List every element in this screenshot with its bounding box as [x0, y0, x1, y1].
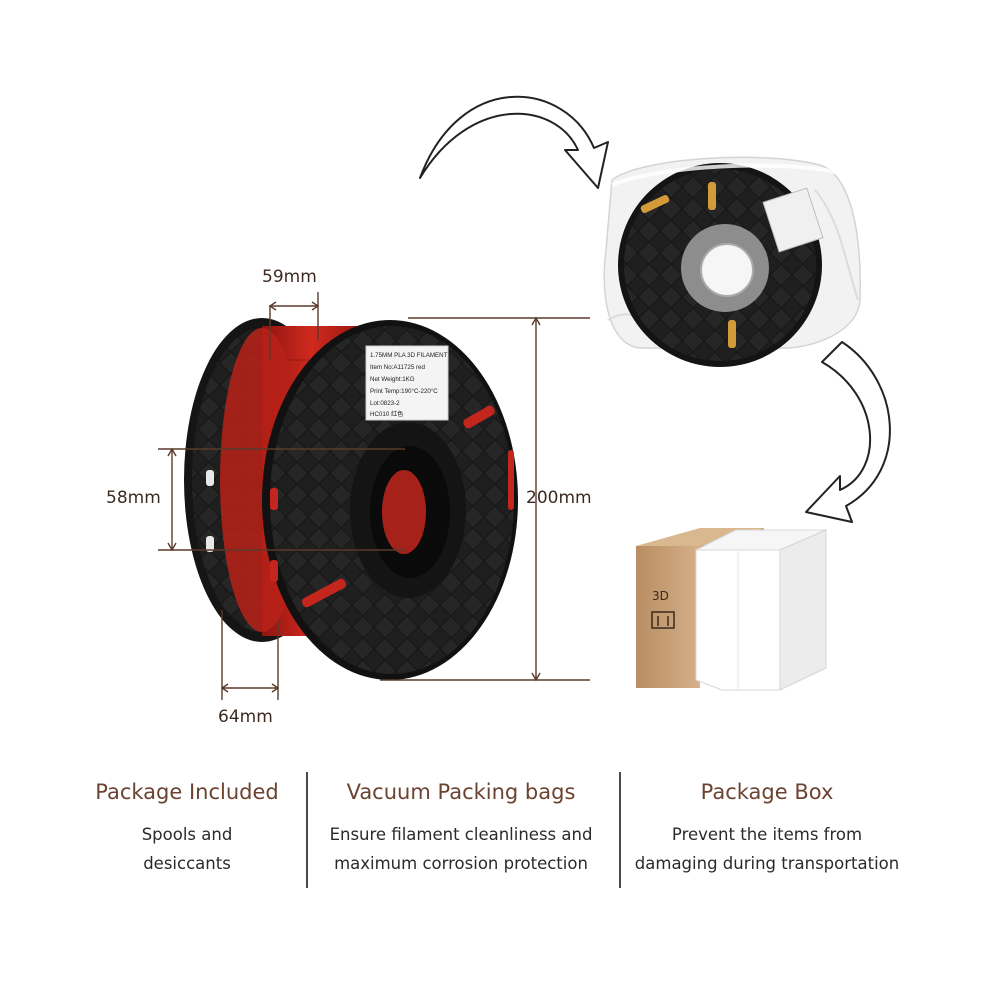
spool-front-flange: 1.75MM PLA 3D FILAMENT Item No:A11725 re… — [262, 320, 518, 680]
feature-description-line: Prevent the items from — [671, 825, 863, 844]
feature-title: Vacuum Packing bags — [346, 780, 576, 804]
spool-illustration: 1.75MM PLA 3D FILAMENT Item No:A11725 re… — [158, 95, 891, 700]
package-boxes: 3D — [636, 528, 827, 691]
label-line-5: Lot:0823-2 — [370, 400, 400, 407]
feature-package-box: Package Box Prevent the items from damag… — [617, 780, 917, 878]
label-line-6: HC010 红色 — [370, 410, 403, 418]
feature-description-line: Ensure filament cleanliness and — [329, 825, 593, 844]
diameter-dimension-label: 200mm — [526, 488, 592, 508]
column-divider — [619, 772, 621, 888]
feature-vacuum-packing: Vacuum Packing bags Ensure filament clea… — [311, 780, 611, 878]
curved-arrow-icon — [419, 95, 609, 189]
label-line-2: Item No:A11725 red — [370, 364, 425, 371]
label-line-1: 1.75MM PLA 3D FILAMENT — [370, 352, 448, 359]
vacuum-packed-spool — [603, 156, 861, 367]
box-print: 3D — [652, 589, 669, 603]
curved-arrow-down-icon — [805, 341, 891, 523]
column-divider — [306, 772, 308, 888]
depth-dimension-label: 64mm — [218, 707, 273, 727]
label-line-4: Print Temp:190°C-220°C — [370, 388, 438, 395]
feature-package-included: Package Included Spools and desiccants — [37, 780, 337, 878]
label-line-3: Net Weight:1KG — [370, 376, 415, 383]
hole-dimension-label: 58mm — [106, 488, 161, 508]
feature-title: Package Included — [95, 780, 279, 804]
feature-description-line: maximum corrosion protection — [334, 854, 588, 873]
feature-description-line: Spools and — [141, 825, 233, 844]
feature-title: Package Box — [700, 780, 834, 804]
feature-description-line: damaging during transportation — [634, 854, 900, 873]
dimension-lines — [158, 292, 590, 700]
width-dimension-label: 59mm — [262, 267, 317, 287]
feature-description-line: desiccants — [143, 854, 231, 873]
